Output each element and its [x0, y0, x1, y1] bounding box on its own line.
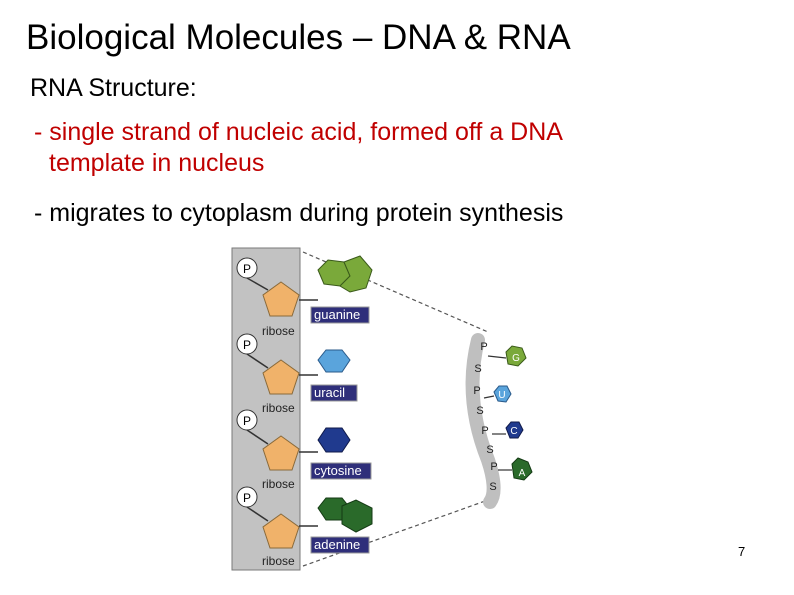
nucleotide-adenine: P ribose adenine — [236, 486, 373, 568]
base-label-box — [310, 536, 370, 554]
strand-letter: S — [486, 444, 493, 456]
ribose-label: ribose — [262, 554, 295, 568]
compact-base-a — [511, 457, 533, 481]
slide-subtitle: RNA Structure: — [30, 74, 197, 102]
phosphate-label: P — [243, 338, 251, 352]
bullet-rna-strand-line1: - single strand of nucleic acid, formed … — [34, 118, 563, 146]
strand-letter: P — [490, 461, 497, 473]
compact-base-c-label: C — [510, 426, 517, 437]
ribose-pentagon — [262, 435, 300, 471]
compact-base-c — [505, 421, 524, 439]
zoom-line-top — [302, 251, 489, 333]
base-label-box — [310, 462, 372, 480]
base-label-guanine: guanine — [314, 307, 360, 322]
strand-letter: S — [489, 481, 496, 493]
bullet-rna-migrates: - migrates to cytoplasm during protein s… — [34, 198, 563, 229]
compact-base-u — [493, 385, 512, 403]
base-label-box — [310, 384, 358, 402]
phosphate-label: P — [243, 414, 251, 428]
adenine-ring-b — [341, 499, 373, 533]
ribose-pentagon — [262, 359, 300, 395]
phosphate-bond — [246, 353, 269, 369]
compact-strand-letters: P S P S P S P S — [473, 341, 497, 493]
phosphate-bond — [246, 506, 269, 522]
strand-letter: S — [476, 405, 483, 417]
base-label-cytosine: cytosine — [314, 463, 362, 478]
bullet-rna-strand: - single strand of nucleic acid, formed … — [34, 117, 563, 179]
strand-letter: P — [481, 425, 488, 437]
bullet-rna-migrates-line1: - migrates to cytoplasm during protein s… — [34, 199, 564, 227]
nucleotide-guanine: P ribose guanine — [236, 255, 373, 338]
ribose-label: ribose — [262, 477, 295, 491]
base-label-adenine: adenine — [314, 537, 360, 552]
compact-base-g-label: G — [512, 353, 520, 364]
zoom-line-bottom — [302, 499, 489, 567]
compact-base-g — [505, 345, 527, 367]
phosphate-bond — [246, 277, 269, 291]
strand-letter: P — [480, 341, 487, 353]
compact-strand-backbone — [465, 333, 501, 509]
strand-letter: S — [474, 363, 481, 375]
compact-base-a-label: A — [519, 468, 526, 479]
compact-bond-u — [483, 395, 495, 399]
phosphate-label: P — [243, 491, 251, 505]
phosphate-bond — [246, 429, 269, 445]
cytosine-ring — [317, 427, 351, 453]
bullet-rna-strand-line2: template in nucleus — [49, 149, 265, 177]
compact-bond-g — [487, 355, 507, 359]
nucleotide-cytosine: P ribose cytosine — [236, 409, 372, 491]
base-label-box — [310, 306, 370, 324]
ribose-label: ribose — [262, 401, 295, 415]
strand-letter: P — [473, 385, 480, 397]
page-number: 7 — [738, 544, 746, 559]
ribose-pentagon — [262, 281, 300, 317]
guanine-ring-b — [339, 255, 373, 293]
compact-base-u-label: U — [498, 390, 505, 401]
phosphate-label: P — [243, 262, 251, 276]
ribose-label: ribose — [262, 324, 295, 338]
base-label-uracil: uracil — [314, 385, 345, 400]
ribose-pentagon — [262, 513, 300, 549]
uracil-ring — [317, 349, 351, 373]
slide-title: Biological Molecules – DNA & RNA — [26, 18, 571, 57]
nucleotide-uracil: P ribose uracil — [236, 333, 358, 415]
